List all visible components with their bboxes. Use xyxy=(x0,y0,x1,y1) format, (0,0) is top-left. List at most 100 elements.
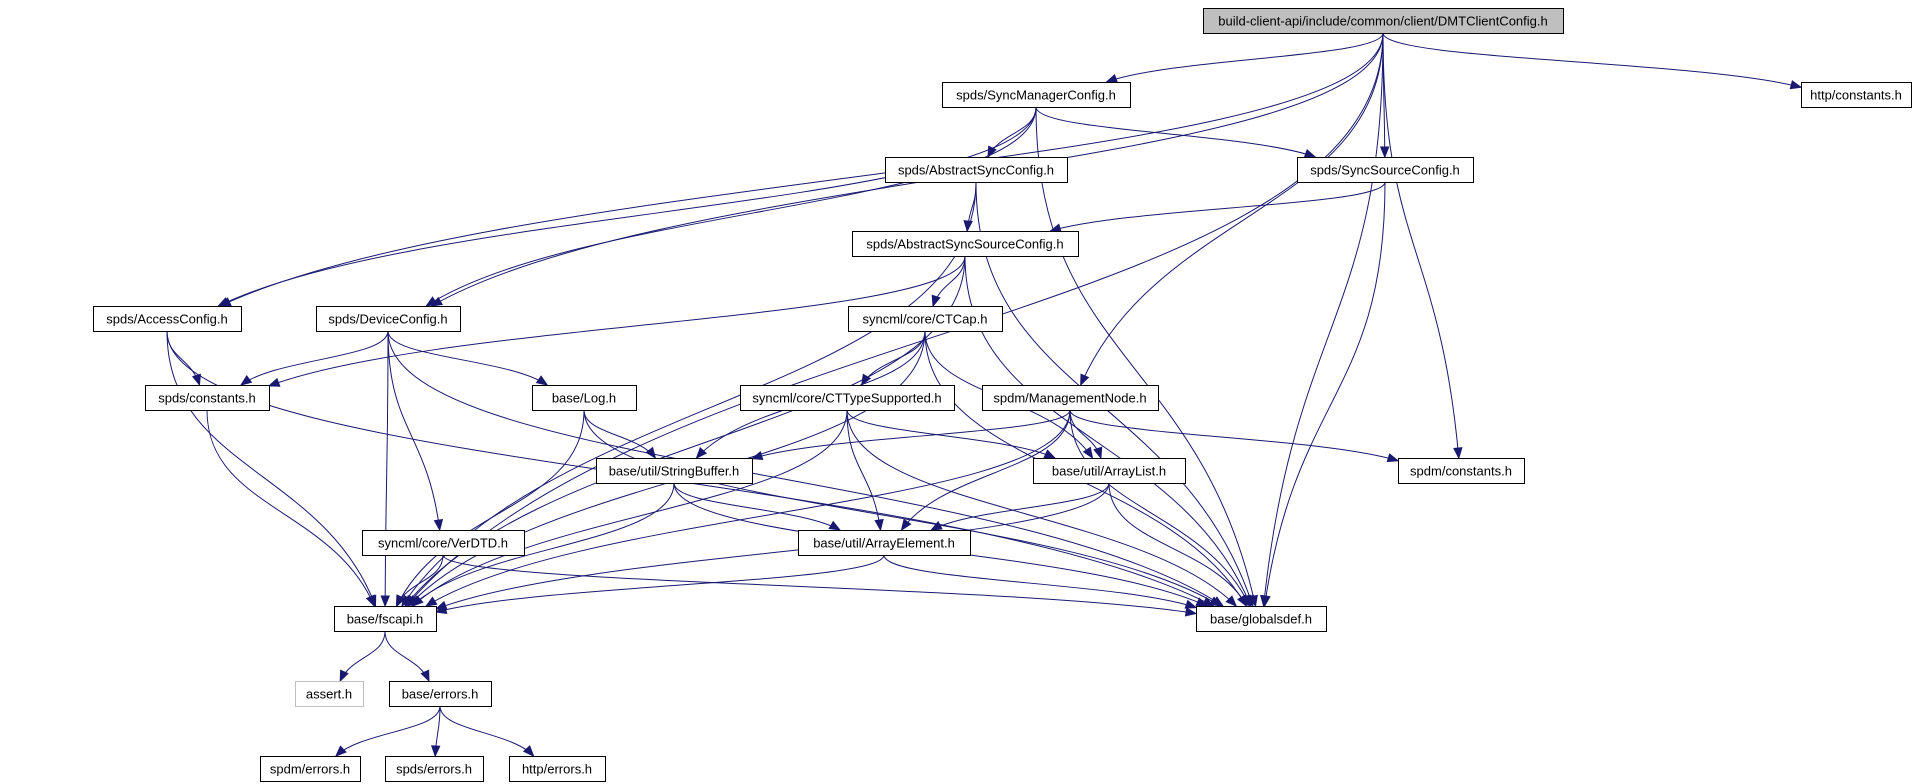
edge-arrelem-to-fscapi xyxy=(435,554,885,613)
arrowhead-globals xyxy=(1208,596,1222,607)
arrowhead-globals xyxy=(1184,599,1198,609)
node-label: base/errors.h xyxy=(402,687,479,702)
edge-abssyncsrc-to-spdsconst xyxy=(268,255,966,387)
node-httperr[interactable]: http/errors.h xyxy=(509,756,606,782)
arrowhead-syncmgr xyxy=(1105,74,1119,83)
arrowhead-arrelem xyxy=(930,520,943,531)
edge-mgmt-to-strbuf xyxy=(751,409,1071,460)
edge-arrlist-to-fscapi xyxy=(435,482,1110,610)
arrowhead-spdsconst xyxy=(267,377,281,387)
node-box xyxy=(260,756,361,782)
node-spdsconst[interactable]: spds/constants.h xyxy=(145,385,270,411)
node-cttype[interactable]: syncml/core/CTTypeSupported.h xyxy=(740,385,955,411)
edge-cttype-to-arrlist xyxy=(846,409,1056,459)
node-arrlist[interactable]: base/util/ArrayList.h xyxy=(1033,458,1186,484)
node-box xyxy=(1196,606,1327,632)
node-box xyxy=(1033,458,1186,484)
node-abssyncsrc[interactable]: spds/AbstractSyncSourceConfig.h xyxy=(852,231,1079,257)
node-label: spdm/ManagementNode.h xyxy=(993,391,1146,406)
node-box xyxy=(885,157,1068,183)
node-box xyxy=(389,681,492,707)
node-box xyxy=(1398,458,1525,484)
arrowhead-globals xyxy=(1261,594,1271,608)
edge-root-to-mgmt xyxy=(1080,32,1384,386)
node-box xyxy=(848,306,1003,332)
edge-root-to-syncmgr xyxy=(1106,32,1384,83)
edge-arrlist-to-arrelem xyxy=(931,482,1110,531)
edge-cttype-to-globals xyxy=(846,409,1237,607)
node-spdmconst[interactable]: spdm/constants.h xyxy=(1398,458,1525,484)
node-arrelem[interactable]: base/util/ArrayElement.h xyxy=(798,530,971,556)
arrowhead-cttype xyxy=(861,373,872,387)
node-ctcap[interactable]: syncml/core/CTCap.h xyxy=(848,306,1003,332)
node-fscapi[interactable]: base/fscapi.h xyxy=(334,606,437,632)
node-globals[interactable]: base/globalsdef.h xyxy=(1196,606,1327,632)
arrowhead-strbuf xyxy=(750,450,764,461)
node-spdserr[interactable]: spds/errors.h xyxy=(385,756,484,782)
edge-device-to-spdsconst xyxy=(240,330,389,386)
node-spdmerr[interactable]: spdm/errors.h xyxy=(260,756,361,782)
node-log[interactable]: base/Log.h xyxy=(532,385,637,411)
node-label: syncml/core/CTTypeSupported.h xyxy=(752,391,941,406)
node-syncmgr[interactable]: spds/SyncManagerConfig.h xyxy=(942,82,1131,108)
node-box xyxy=(596,458,753,484)
arrowhead-globals xyxy=(1225,595,1238,607)
arrowhead-spdsconst xyxy=(239,375,253,386)
edge-mgmt-to-fscapi xyxy=(425,409,1071,607)
edge-access-to-fscapi xyxy=(166,330,376,607)
edge-mgmt-to-globals xyxy=(1069,409,1250,607)
arrowhead-assert xyxy=(339,669,349,683)
node-assert: assert.h xyxy=(295,681,364,707)
node-label: spds/AccessConfig.h xyxy=(106,312,227,327)
node-strbuf[interactable]: base/util/StringBuffer.h xyxy=(596,458,753,484)
node-httpconst[interactable]: http/constants.h xyxy=(1801,82,1912,108)
edge-arrelem-to-globals xyxy=(883,554,1197,609)
arrowhead-spdmconst xyxy=(1386,453,1400,463)
node-label: spds/SyncManagerConfig.h xyxy=(956,88,1116,103)
arrowhead-globals xyxy=(1237,594,1248,608)
arrowhead-verdtd xyxy=(433,519,444,532)
node-errors[interactable]: base/errors.h xyxy=(389,681,492,707)
node-syncsrc[interactable]: spds/SyncSourceConfig.h xyxy=(1297,157,1474,183)
edge-cttype-to-arrelem xyxy=(846,409,881,531)
node-label: spds/constants.h xyxy=(158,391,256,406)
node-box xyxy=(316,306,461,332)
arrowhead-spdmconst xyxy=(1453,447,1463,460)
node-abssync[interactable]: spds/AbstractSyncConfig.h xyxy=(885,157,1068,183)
arrowhead-arrlist xyxy=(1093,446,1103,460)
node-access[interactable]: spds/AccessConfig.h xyxy=(93,306,242,332)
edge-syncmgr-to-syncsrc xyxy=(1035,106,1316,158)
arrowhead-fscapi xyxy=(380,595,390,608)
arrowhead-fscapi xyxy=(365,594,375,608)
node-mgmt[interactable]: spdm/ManagementNode.h xyxy=(982,385,1159,411)
edge-errors-to-spdmerr xyxy=(335,705,441,757)
edge-access-to-globals xyxy=(166,330,1214,607)
edge-device-to-fscapi xyxy=(384,330,389,607)
arrowhead-globals xyxy=(1195,597,1209,607)
arrowhead-device xyxy=(425,296,438,307)
edge-root-to-spdmconst xyxy=(1382,32,1460,459)
arrowhead-arrlist xyxy=(1082,446,1094,460)
node-root[interactable]: build-client-api/include/common/client/D… xyxy=(1203,8,1564,34)
edge-verdtd-to-globals xyxy=(442,554,1197,614)
edge-strbuf-to-arrelem xyxy=(673,482,841,531)
edge-device-to-verdtd xyxy=(387,330,441,531)
edge-mgmt-to-arrelem xyxy=(901,409,1071,531)
node-label: base/globalsdef.h xyxy=(1210,612,1312,627)
edge-syncmgr-to-access xyxy=(218,106,1037,307)
node-device[interactable]: spds/DeviceConfig.h xyxy=(316,306,461,332)
edge-root-to-access xyxy=(219,32,1384,307)
node-box xyxy=(798,530,971,556)
arrowhead-spdsconst xyxy=(191,373,201,387)
node-label: syncml/core/VerDTD.h xyxy=(378,536,508,551)
node-verdtd[interactable]: syncml/core/VerDTD.h xyxy=(362,530,525,556)
node-label: spds/AbstractSyncSourceConfig.h xyxy=(866,237,1063,252)
arrowhead-fscapi xyxy=(424,596,438,607)
node-label: http/constants.h xyxy=(1810,88,1902,103)
node-box xyxy=(295,681,364,707)
node-box xyxy=(852,231,1079,257)
node-box xyxy=(982,385,1159,411)
node-label: build-client-api/include/common/client/D… xyxy=(1218,14,1547,29)
arrowhead-fscapi xyxy=(395,594,406,608)
